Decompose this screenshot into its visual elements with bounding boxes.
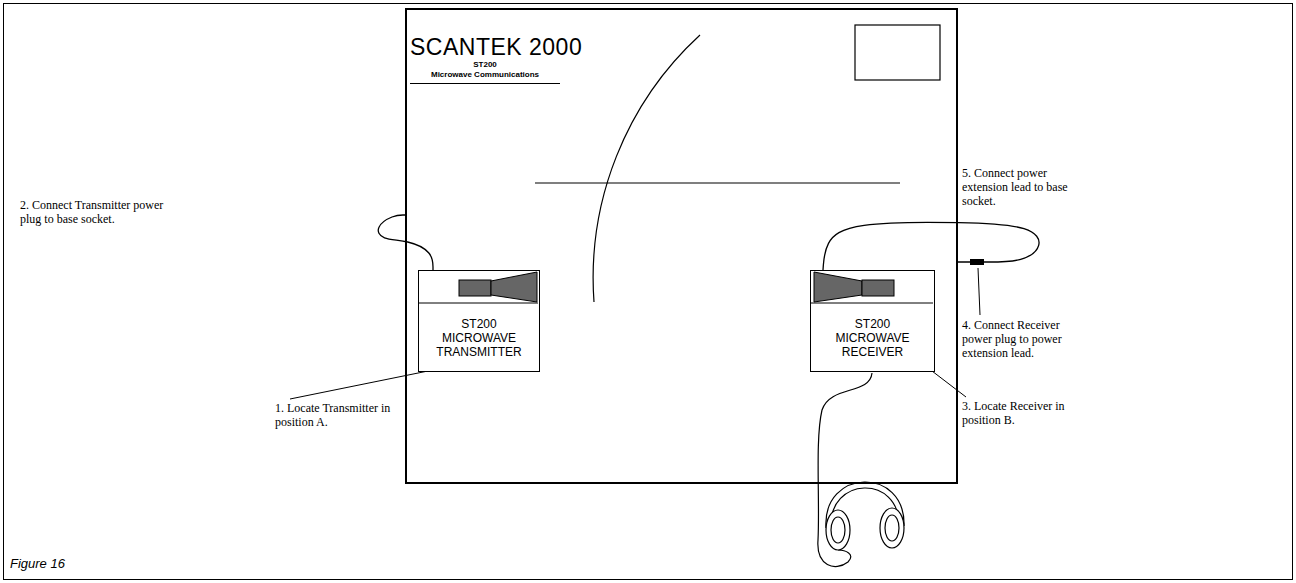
range-arc [593,35,700,302]
logo-text: SCANTEK 2000 [410,34,560,60]
figure-caption: Figure 16 [10,556,65,571]
power-cable [823,222,1039,270]
callout-text: 5. Connect power extension lead to base … [962,166,1087,208]
company-text: Microwave Communications [410,70,560,80]
leader-line [290,371,428,399]
leader-line [978,268,980,315]
base-board: SCANTEK 2000ST200Microwave Communication… [405,8,958,484]
unit-label: ST200 MICROWAVE TRANSMITTER [433,317,525,359]
horn-antenna [419,271,539,303]
horn-antenna [811,271,934,303]
centre-line [535,182,900,183]
unit-label: ST200 MICROWAVE RECEIVER [825,317,920,359]
logo-block: SCANTEK 2000ST200Microwave Communication… [410,34,560,84]
callout-text: 2. Connect Transmitter power plug to bas… [20,198,170,226]
callout-text: 4. Connect Receiver power plug to power … [962,318,1080,360]
leader-line [932,371,966,397]
receiver-unit: ST200 MICROWAVE RECEIVER [810,270,935,372]
model-text: ST200 [410,60,560,70]
callout-text: 3. Locate Receiver in position B. [962,399,1074,427]
transmitter-unit: ST200 MICROWAVE TRANSMITTER [418,270,540,372]
headphones [818,373,904,567]
figure-frame [4,4,1293,580]
callout-text: 1. Locate Transmitter in position A. [275,401,395,429]
label-plate [855,25,940,80]
